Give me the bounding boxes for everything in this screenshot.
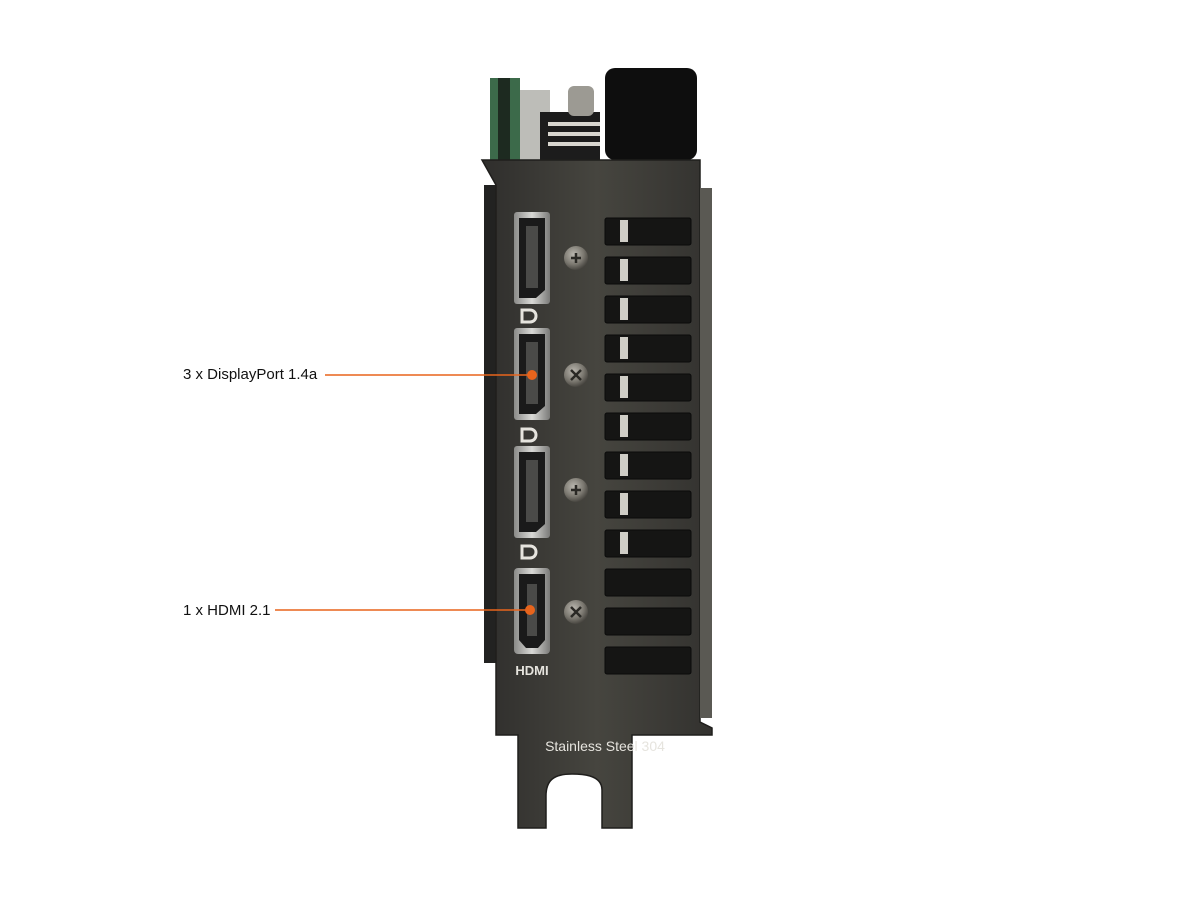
top-components (490, 68, 697, 160)
heatsink-fins (620, 220, 628, 554)
hdmi-callout-label: 1 x HDMI 2.1 (183, 602, 271, 619)
displayport-logo-icon (520, 308, 538, 560)
hdmi-logo-icon: HDMI (515, 663, 548, 678)
callout-lines (275, 370, 537, 615)
displayport-1 (514, 212, 550, 304)
displayport-callout-label: 3 x DisplayPort 1.4a (183, 366, 318, 383)
displayport-3 (514, 446, 550, 538)
screw-icon (564, 246, 588, 624)
material-label: Stainless Steel 304 (545, 738, 665, 754)
